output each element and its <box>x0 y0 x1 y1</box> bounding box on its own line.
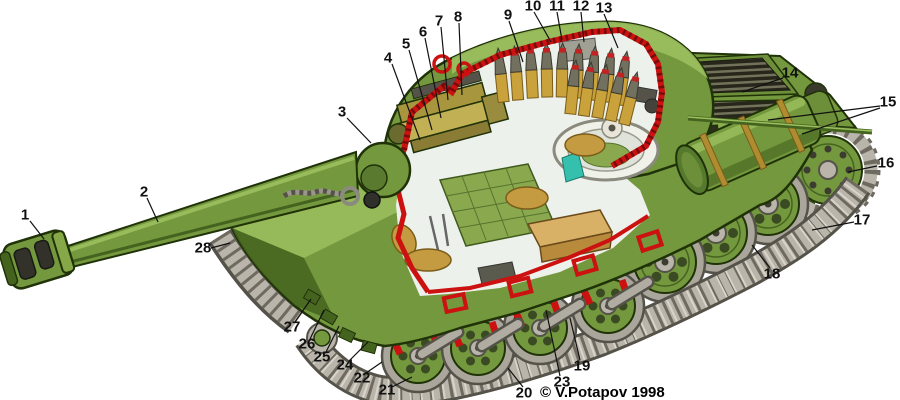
callout-18: 18 <box>763 265 781 283</box>
headlight <box>363 191 381 209</box>
tow-chain <box>282 186 381 209</box>
callout-4: 4 <box>383 49 393 67</box>
callout-22: 22 <box>353 369 371 387</box>
hull-bracket <box>360 339 378 355</box>
callout-1: 1 <box>20 206 30 224</box>
callout-17: 17 <box>853 211 871 229</box>
callout-7: 7 <box>434 12 444 30</box>
callout-9: 9 <box>503 6 513 24</box>
callout-12: 12 <box>572 0 590 15</box>
front-track-segment <box>208 228 305 334</box>
cutaway-interior <box>387 30 662 296</box>
callout-3: 3 <box>337 103 347 121</box>
callout-8: 8 <box>453 8 463 26</box>
muzzle-brake <box>0 229 76 290</box>
main-gun <box>0 141 412 290</box>
callout-21: 21 <box>378 381 396 399</box>
callout-15: 15 <box>879 93 897 111</box>
fuel-tanks <box>675 90 839 196</box>
callout-16: 16 <box>877 154 895 172</box>
callout-14: 14 <box>781 64 799 82</box>
callout-23: 23 <box>553 373 571 391</box>
callout-13: 13 <box>595 0 613 17</box>
copyright: © V.Potapov 1998 <box>540 384 665 400</box>
callout-10: 10 <box>524 0 542 15</box>
callout-27: 27 <box>283 318 301 336</box>
fender-rail <box>687 115 873 135</box>
callout-2: 2 <box>139 183 149 201</box>
callout-28: 28 <box>194 239 212 257</box>
callout-26: 26 <box>298 335 316 353</box>
callout-20: 20 <box>515 384 533 400</box>
callout-11: 11 <box>549 0 565 15</box>
suspension-arms <box>415 275 655 361</box>
callout-6: 6 <box>418 23 428 41</box>
callout-5: 5 <box>401 35 411 53</box>
callout-24: 24 <box>336 356 354 374</box>
leader-lines <box>29 11 881 388</box>
callout-25: 25 <box>313 348 331 366</box>
callout-19: 19 <box>573 357 591 375</box>
hull-bracket <box>337 326 357 344</box>
